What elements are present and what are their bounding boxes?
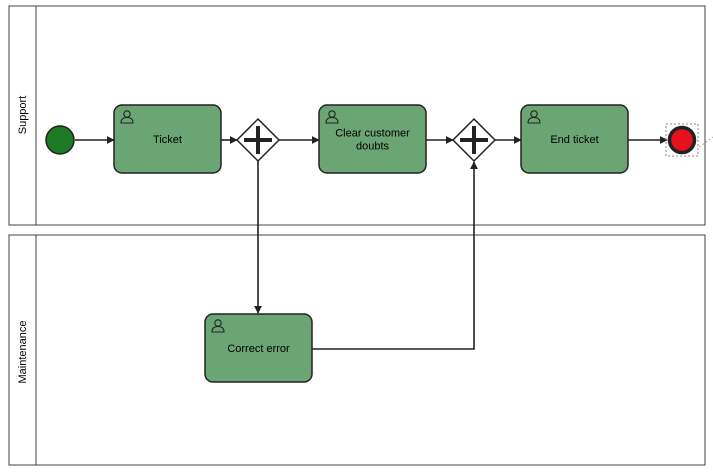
task-label: Correct error	[227, 343, 290, 355]
plus-icon	[244, 126, 272, 154]
task-label: End ticket	[550, 134, 598, 146]
split-gateway[interactable]	[235, 117, 281, 163]
task-correct-error[interactable]: Correct error	[204, 313, 313, 383]
lane-maintenance-label: Maintenance	[17, 321, 29, 384]
end-event-group[interactable]	[665, 123, 713, 157]
end-event-selection-box	[665, 123, 699, 157]
user-icon	[527, 110, 541, 124]
start-event[interactable]	[45, 125, 75, 155]
lane-support-label: Support	[17, 96, 29, 135]
user-icon	[211, 319, 225, 333]
task-label: Ticket	[153, 134, 182, 146]
end-event-connector-hint	[698, 136, 713, 148]
plus-icon	[460, 126, 488, 154]
flow-correct-to-join[interactable]	[312, 161, 478, 350]
user-icon	[120, 110, 134, 124]
task-label: doubts	[356, 141, 390, 153]
end-event[interactable]	[667, 125, 697, 155]
task-ticket[interactable]: Ticket	[113, 104, 222, 174]
join-gateway[interactable]	[451, 117, 497, 163]
user-icon	[325, 110, 339, 124]
task-label: Clear customer	[335, 128, 410, 140]
lane-maintenance[interactable]: Maintenance	[8, 234, 706, 466]
sequence-flows	[75, 136, 668, 350]
task-end-ticket[interactable]: End ticket	[520, 104, 629, 174]
